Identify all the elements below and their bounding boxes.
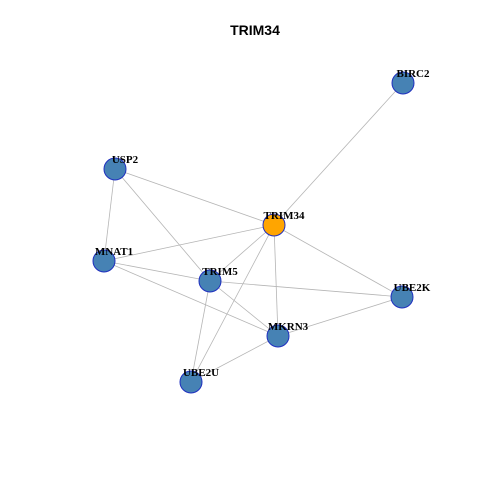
node-circle: [179, 370, 203, 394]
edge-trim34-ube2k: [273, 224, 403, 298]
edge-trim34-mkrn3: [273, 224, 279, 337]
edge-usp2-mnat1: [103, 168, 116, 262]
node-circle: [266, 324, 290, 348]
node-circle: [103, 157, 127, 181]
edge-trim5-mkrn3: [209, 280, 279, 337]
edge-trim5-ube2u: [190, 280, 211, 383]
edge-trim34-trim5: [209, 224, 275, 282]
edge-trim5-ube2k: [209, 280, 403, 298]
edge-trim34-usp2: [114, 168, 275, 226]
edge-trim34-birc2: [273, 82, 404, 226]
edge-trim34-mnat1: [103, 224, 275, 262]
edge-mnat1-mkrn3: [103, 260, 279, 337]
node-birc2: BIRC2: [391, 68, 430, 95]
node-circle: [198, 269, 222, 293]
edge-mnat1-trim5: [103, 260, 211, 282]
node-label: BIRC2: [396, 68, 430, 80]
node-mkrn3: MKRN3: [266, 321, 309, 348]
node-ube2k: UBE2K: [390, 282, 431, 309]
node-label: MNAT1: [95, 246, 133, 258]
diagram-title: TRIM34: [230, 22, 280, 38]
node-usp2: USP2: [103, 154, 139, 181]
node-label: USP2: [112, 154, 139, 166]
node-circle: [390, 285, 414, 309]
node-label: UBE2U: [183, 367, 219, 379]
node-circle: [262, 213, 286, 237]
edge-mkrn3-ube2u: [190, 335, 279, 383]
node-label: TRIM5: [202, 266, 238, 278]
node-label: TRIM34: [264, 210, 305, 222]
edge-usp2-trim5: [114, 168, 211, 282]
node-label: UBE2K: [394, 282, 431, 294]
node-trim5: TRIM5: [198, 266, 238, 293]
node-label: MKRN3: [268, 321, 309, 333]
edge-trim34-ube2u: [190, 224, 275, 383]
node-ube2u: UBE2U: [179, 367, 219, 394]
node-circle: [391, 71, 415, 95]
node-trim34: TRIM34: [262, 210, 305, 237]
edge-mkrn3-ube2k: [277, 296, 403, 337]
node-mnat1: MNAT1: [92, 246, 133, 273]
edges-layer: [103, 82, 404, 383]
node-circle: [92, 249, 116, 273]
